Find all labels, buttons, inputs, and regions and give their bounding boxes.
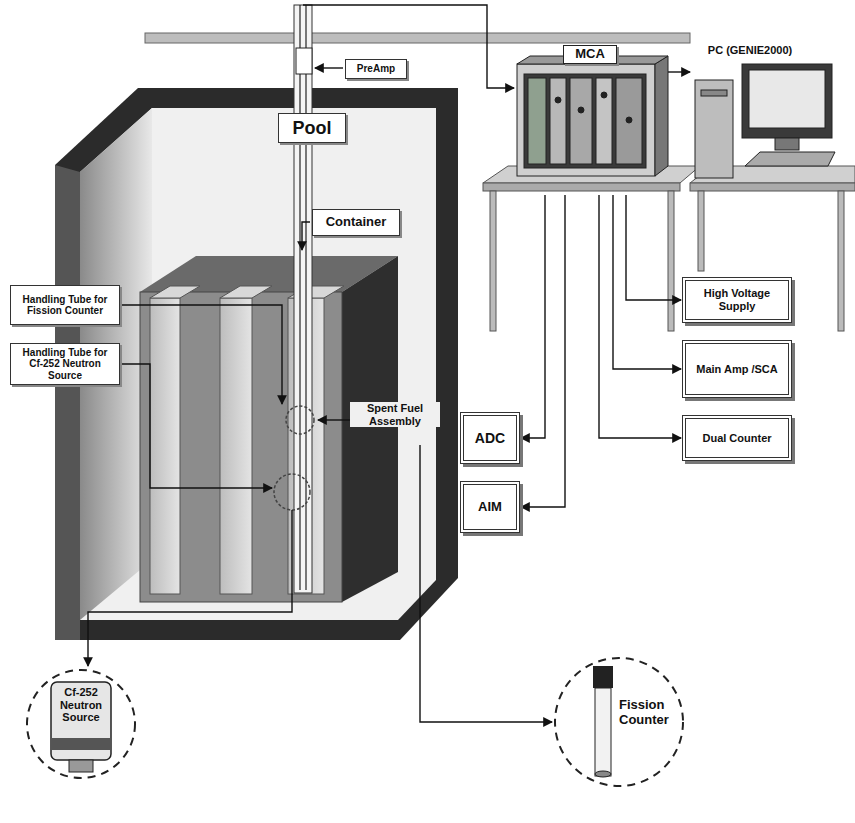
detail-callout: Fission Counter	[553, 656, 685, 788]
pc-computer	[695, 64, 835, 178]
node-label: MCA	[563, 45, 617, 64]
signal-connector	[626, 195, 681, 300]
label-box: AIM	[460, 481, 520, 533]
label-box: Handling Tube for Fission Counter	[10, 285, 120, 325]
handling-tubes	[274, 5, 314, 593]
label-box: Dual Counter	[682, 415, 792, 461]
pc-label: PC (GENIE2000)	[690, 44, 810, 57]
node-label: Main Amp /SCA	[696, 363, 778, 376]
node-label: Handling Tube for Cf-252 Neutron Source	[15, 347, 115, 382]
node-label: Cf-252 Neutron Source	[51, 686, 111, 724]
node-label: Handling Tube for Fission Counter	[15, 294, 115, 317]
label-box: High Voltage Supply	[682, 277, 792, 323]
node-label: AIM	[478, 500, 502, 515]
node-label: ADC	[475, 430, 505, 446]
signal-connector	[521, 195, 565, 507]
label-box: Container	[312, 209, 400, 236]
dashed-callout-circle	[25, 668, 137, 780]
signal-connector	[613, 195, 681, 369]
node-label: PreAmp	[357, 63, 395, 75]
support-bar	[145, 33, 690, 43]
node-label: Dual Counter	[702, 432, 771, 445]
instrument-panel: MCA	[517, 45, 657, 195]
signal-connector	[599, 195, 681, 438]
node-label: Container	[326, 215, 387, 230]
assembly-label: Spent Fuel Assembly	[350, 402, 440, 427]
label-box: Main Amp /SCA	[682, 340, 792, 398]
label-box: PreAmp	[345, 59, 407, 79]
node-label: High Voltage Supply	[690, 287, 784, 312]
node-label: Pool	[293, 118, 332, 139]
desks	[483, 166, 855, 331]
leader-lines	[88, 5, 690, 722]
label-box: ADC	[460, 412, 520, 464]
mca-chassis	[517, 56, 668, 176]
label-box: Pool	[278, 113, 346, 143]
signal-connector	[521, 195, 545, 438]
node-label: Fission Counter	[619, 698, 679, 728]
label-box: Handling Tube for Cf-252 Neutron Source	[10, 343, 120, 385]
detail-callout: Cf-252 Neutron Source	[25, 668, 137, 780]
